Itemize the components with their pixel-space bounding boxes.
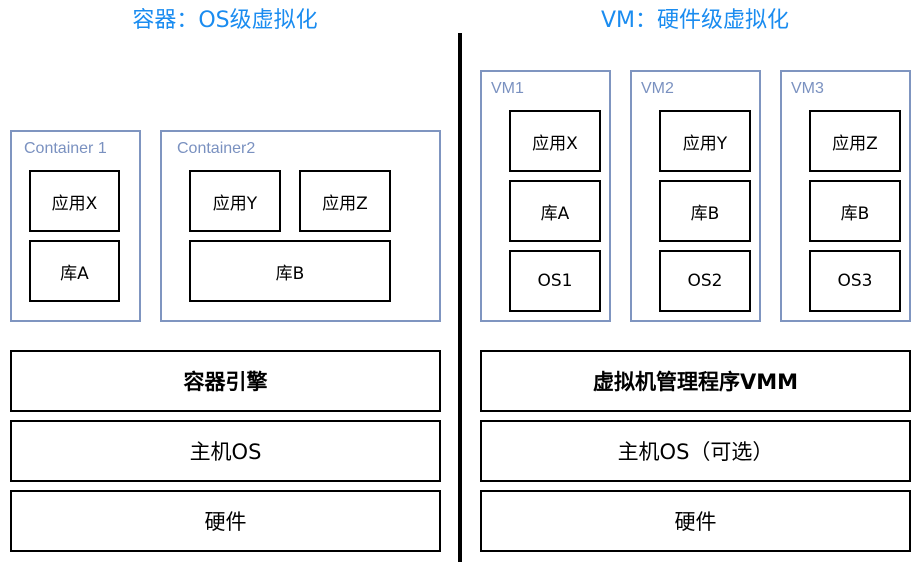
vm-1-app-box: 应用X [509,110,601,172]
vm-3-lib-box: 库B [809,180,901,242]
vm-3-label: VM3 [791,80,824,97]
hypervisor-layer: 虚拟机管理程序VMM [480,350,911,412]
container-2-app-z-box: 应用Z [299,170,391,232]
container-1-lib-box: 库A [29,240,120,302]
container-1-label: Container 1 [24,140,107,157]
container-title: 容器：OS级虚拟化 [132,8,318,33]
vm-1-label: VM1 [491,80,524,97]
center-divider [458,33,462,562]
vm-2-label: VM2 [641,80,674,97]
vm-2-app-box: 应用Y [659,110,751,172]
container-engine-layer: 容器引擎 [10,350,441,412]
vm-3-os-box: OS3 [809,250,901,312]
right-host-os-layer: 主机OS（可选） [480,420,911,482]
vm-2-lib-box: 库B [659,180,751,242]
vm-2-os-box: OS2 [659,250,751,312]
vm-1-lib-box: 库A [509,180,601,242]
vm-title: VM：硬件级虚拟化 [600,8,790,33]
container-1-app-box: 应用X [29,170,120,232]
vm-3-app-box: 应用Z [809,110,901,172]
vm-1-os-box: OS1 [509,250,601,312]
right-hardware-layer: 硬件 [480,490,911,552]
container-2-app-y-box: 应用Y [189,170,281,232]
container-2-label: Container2 [177,140,256,157]
container-2-lib-box: 库B [189,240,391,302]
left-hardware-layer: 硬件 [10,490,441,552]
left-host-os-layer: 主机OS [10,420,441,482]
